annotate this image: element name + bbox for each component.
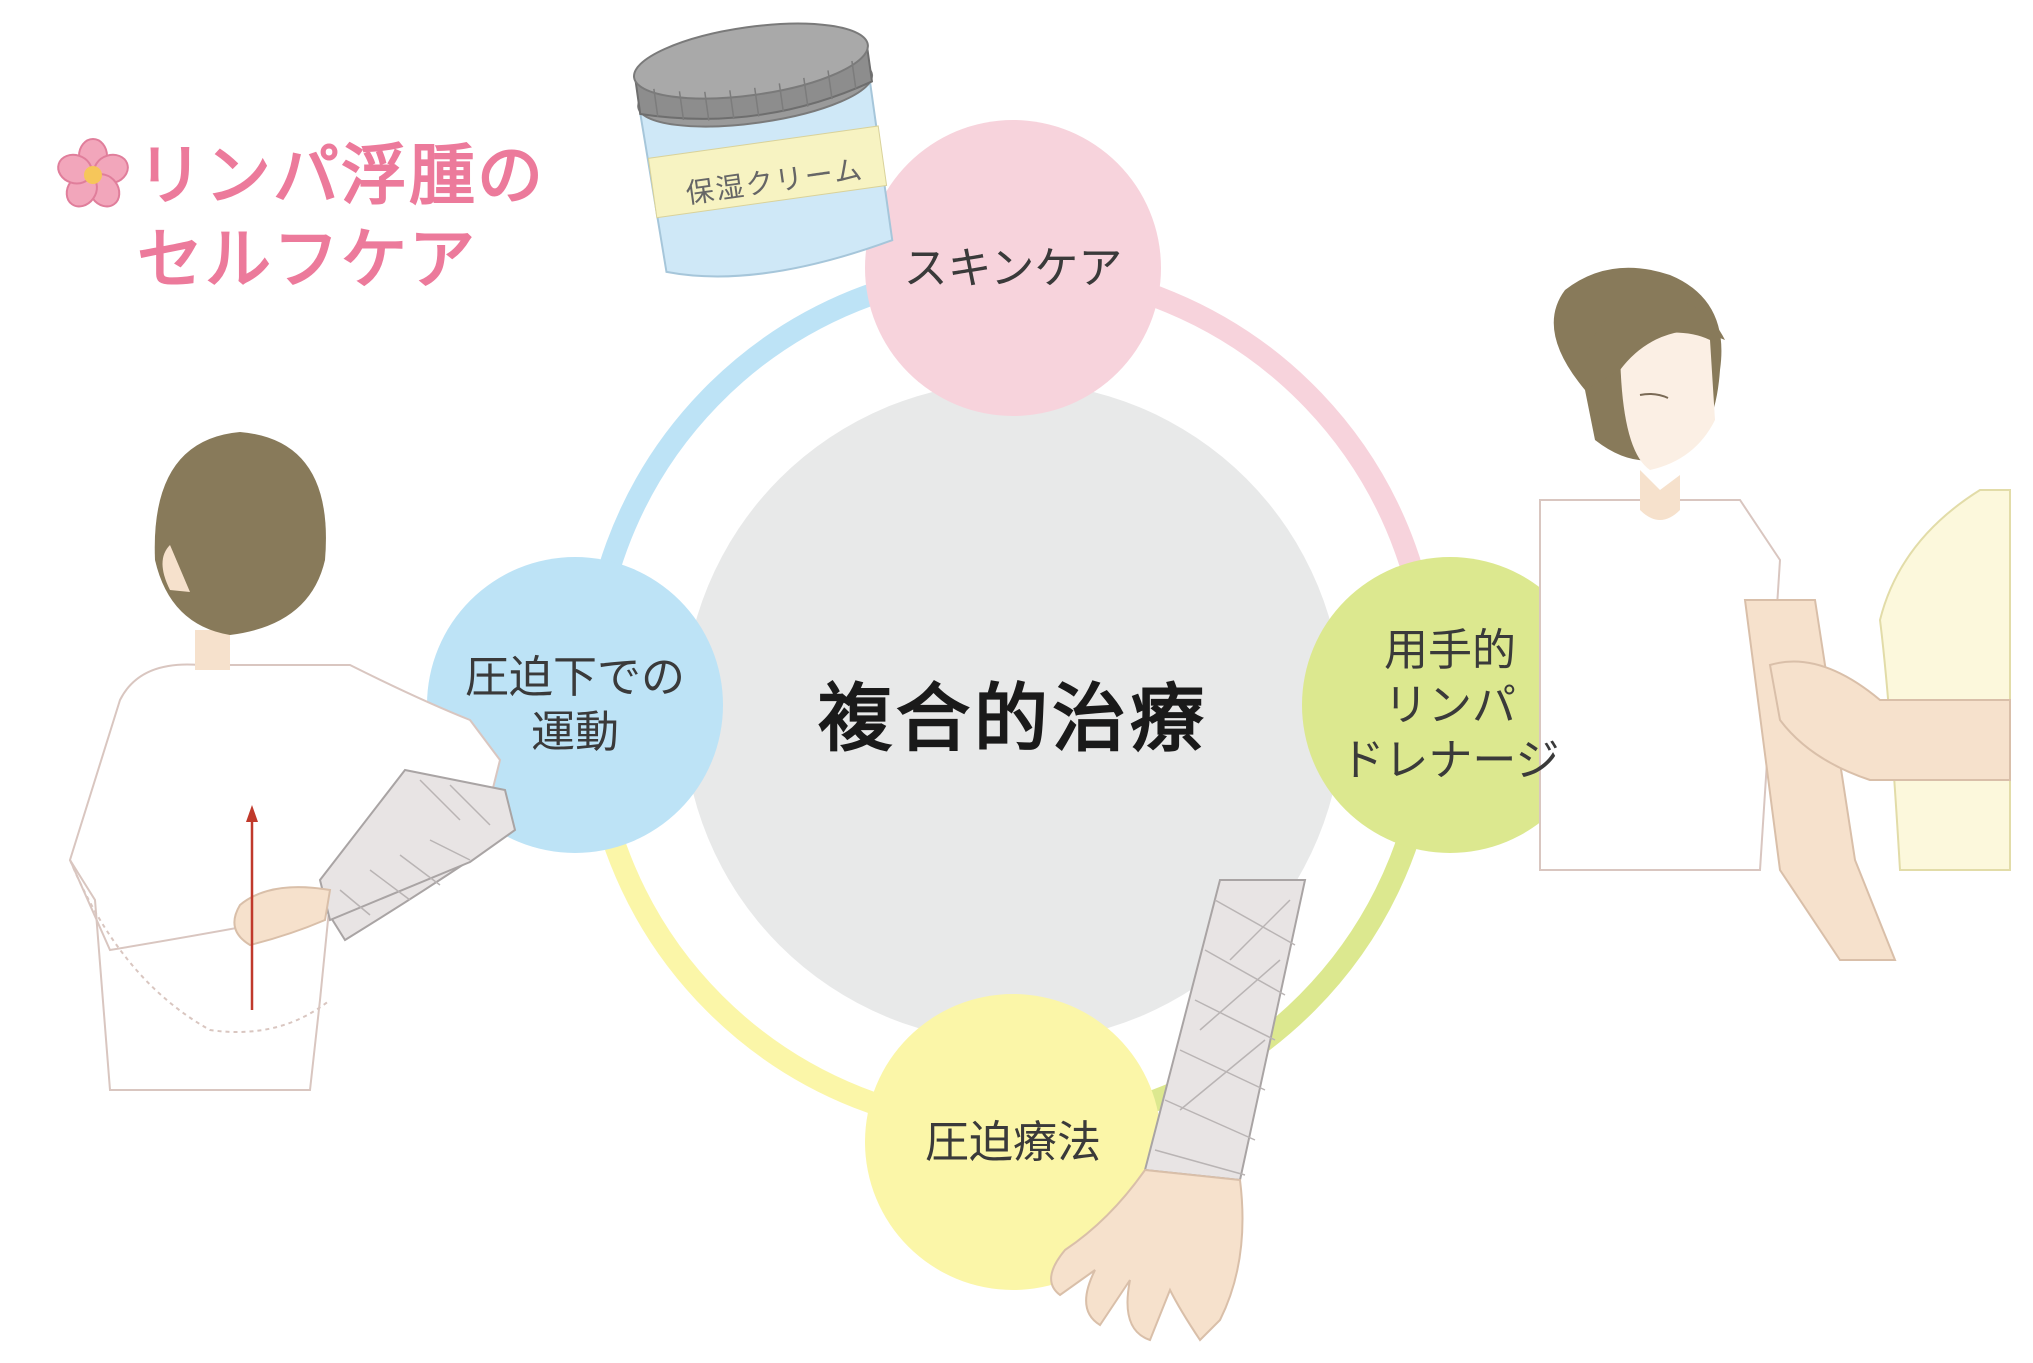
title-line-1: リンパ浮腫の <box>137 137 545 214</box>
node-label-skin-care: スキンケア <box>903 242 1123 294</box>
node-label-compression: 圧迫療法 <box>925 1116 1101 1168</box>
center-label: 複合的治療 <box>818 675 1208 762</box>
cream-jar-illustration <box>633 22 894 278</box>
node-circle-skin-care <box>865 120 1161 416</box>
node-circle-compression <box>865 994 1161 1290</box>
node-label-drainage: 用手的 リンパ ドレナージ <box>1340 624 1560 786</box>
person-back-stretch-illustration <box>68 432 517 1091</box>
node-circle-exercise <box>427 557 723 853</box>
node-label-exercise: 圧迫下での 運動 <box>465 652 685 758</box>
center-circle <box>683 382 1343 1042</box>
flower-icon <box>57 138 129 208</box>
node-circle-drainage <box>1302 557 1598 853</box>
title-line-2: セルフケア <box>137 221 477 298</box>
bandaged-arm-illustration <box>1050 879 1307 1342</box>
lymph-massage-illustration <box>1539 267 2011 961</box>
